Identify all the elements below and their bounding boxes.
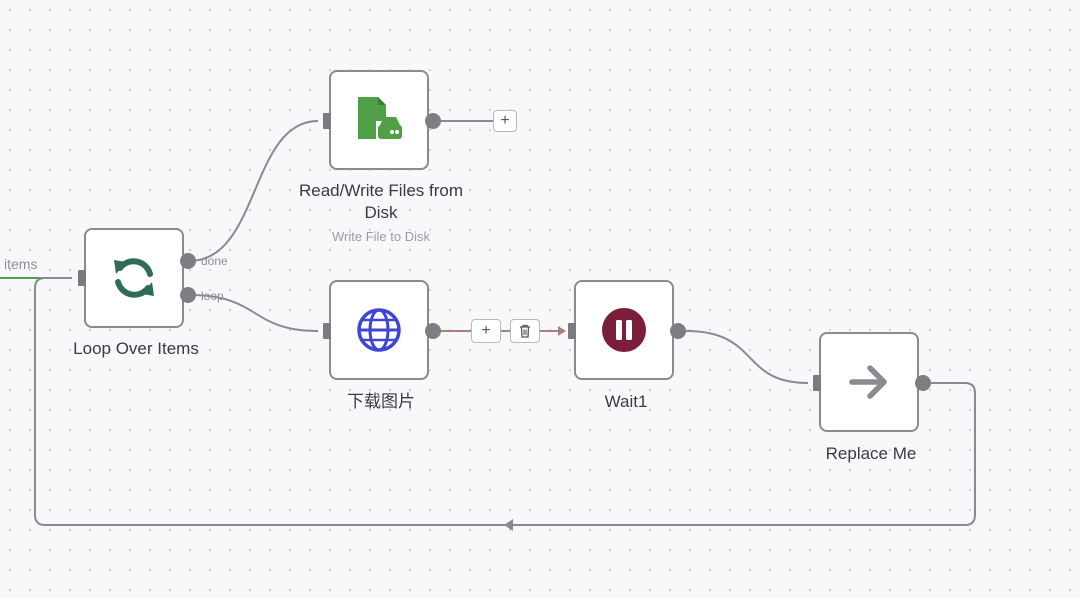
loop-input-port[interactable] [78,270,86,286]
arrow-right-icon [849,365,887,399]
download-image-node[interactable] [329,280,429,380]
output-label-loop: loop [201,289,224,303]
loop-output-port-loop[interactable] [180,287,196,303]
plus-icon: + [500,112,510,129]
readwrite-node-subtitle: Write File to Disk [332,229,430,244]
edge-loop-loop-to-download[interactable] [189,294,319,332]
readwrite-output-port[interactable] [425,113,441,129]
readwrite-node-label: Read/Write Files from Disk [298,181,464,222]
edge-wait-to-replace[interactable] [685,330,809,384]
trash-icon [520,324,530,338]
download-node-label: 下载图片 [347,392,415,411]
replace-node-label: Replace Me [825,444,917,463]
readwrite-input-port[interactable] [323,113,331,129]
loop-node-label: Loop Over Items [73,339,199,358]
loop-over-items-node[interactable] [84,228,184,328]
plus-icon: + [481,322,491,339]
add-node-on-edge-button[interactable]: + [471,319,501,343]
replace-me-node[interactable] [819,332,919,432]
download-input-port[interactable] [323,323,331,339]
output-label-done: done [201,254,228,268]
loop-output-port-done[interactable] [180,253,196,269]
pause-icon [602,308,646,352]
delete-connection-button[interactable] [510,319,540,343]
edge-download-to-wait-arrowhead [558,326,566,336]
replace-output-port[interactable] [915,375,931,391]
loopback-arrowhead [504,519,513,531]
add-node-button[interactable]: + [493,110,517,132]
file-storage-icon [358,97,402,139]
globe-icon [357,308,401,352]
replace-input-port[interactable] [813,375,821,391]
download-output-port[interactable] [425,323,441,339]
read-write-files-node[interactable] [329,70,429,170]
refresh-icon [114,258,154,298]
wait-input-port[interactable] [568,323,576,339]
edge-loop-done-to-readwrite[interactable] [189,120,319,262]
wait-node[interactable] [574,280,674,380]
incoming-edge-label: items [4,256,38,272]
wait-output-port[interactable] [670,323,686,339]
wait-node-label: Wait1 [604,392,648,411]
